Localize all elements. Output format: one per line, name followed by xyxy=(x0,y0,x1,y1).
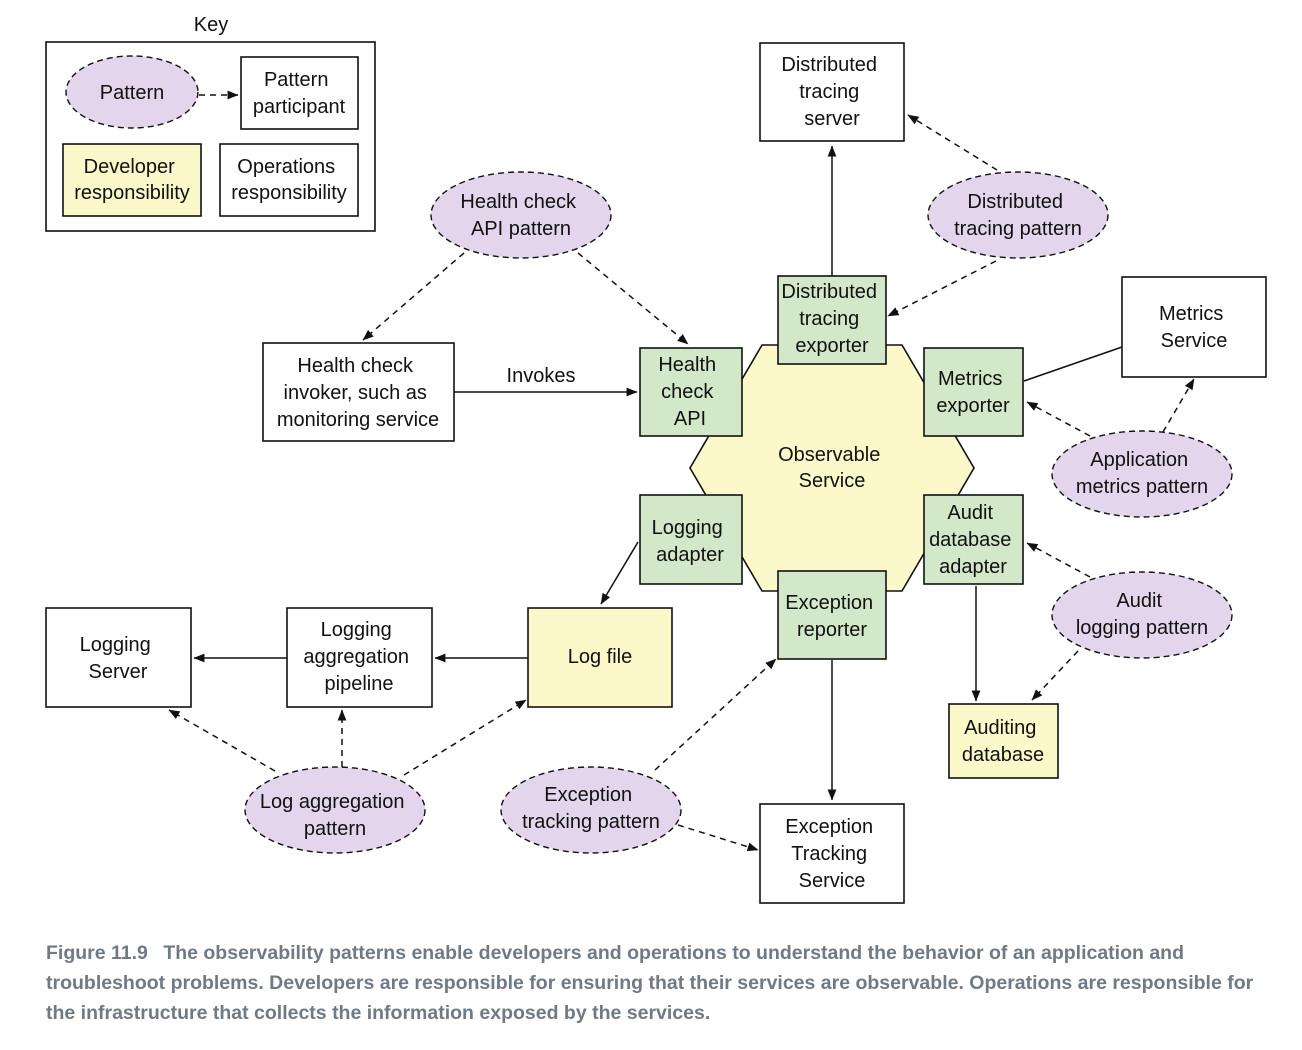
audit-database-adapter xyxy=(923,494,1024,585)
key-operations-label: Operations responsibility xyxy=(231,156,347,204)
edge-metrics-pattern-to-service xyxy=(1162,378,1195,433)
log-file-label: Log file xyxy=(568,646,633,668)
figure-caption-text: The observability patterns enable develo… xyxy=(46,942,1254,1024)
observability-diagram: Key Pattern Pattern participant Develope… xyxy=(45,14,1267,904)
exception-tracking-service-label: Exception Tracking Service xyxy=(785,816,878,892)
patterns: Health check API pattern Distributed tra… xyxy=(244,171,1233,854)
edge-extrack-to-reporter xyxy=(654,658,777,771)
audit-logging-pattern-label: Audit logging pattern xyxy=(1076,590,1208,639)
audit-logging-pattern xyxy=(1051,571,1233,659)
observable-service-shape xyxy=(689,344,975,592)
health-check-api-label: Health check API xyxy=(658,354,721,430)
key-participant-box xyxy=(240,56,359,130)
metrics-exporter xyxy=(923,347,1024,437)
metrics-exporter-label: Metrics exporter xyxy=(936,368,1010,417)
health-check-invoker xyxy=(262,342,455,442)
exception-tracking-pattern-label: Exception tracking pattern xyxy=(522,784,660,833)
application-metrics-pattern-label: Application metrics pattern xyxy=(1076,449,1208,498)
logging-server xyxy=(45,607,192,708)
health-check-invoker-label: Health check invoker, such as monitoring… xyxy=(277,355,439,431)
auditing-database-label: Auditing database xyxy=(962,717,1044,766)
logging-adapter-label: Logging adapter xyxy=(652,517,729,566)
log-file xyxy=(527,607,673,708)
exception-reporter xyxy=(777,570,887,660)
edge-extrack-to-service xyxy=(677,824,759,852)
observable-service: Observable Service xyxy=(689,344,975,592)
key-title: Key xyxy=(194,14,228,36)
edge-audit-pattern-to-adapter xyxy=(1026,542,1091,578)
edge-logagg-to-server xyxy=(168,709,276,772)
figure-caption: Figure 11.9 The observability patterns e… xyxy=(46,938,1266,1028)
edge-hc-pattern-to-api xyxy=(577,252,689,345)
metrics-service-label: Metrics Service xyxy=(1159,303,1229,352)
audit-database-adapter-label: Audit database adapter xyxy=(929,502,1017,578)
figure-number: Figure 11.9 xyxy=(46,942,148,964)
edge-audit-pattern-to-db xyxy=(1031,650,1079,701)
distributed-tracing-exporter-label: Distributed tracing exporter xyxy=(781,281,882,357)
key-participant-label: Pattern participant xyxy=(253,69,346,118)
key-developer-label: Developer responsibility xyxy=(74,156,190,204)
logging-aggregation-pipeline-label: Logging aggregation pipeline xyxy=(303,619,414,695)
edges xyxy=(168,114,1195,852)
distributed-tracing-pattern xyxy=(927,171,1109,259)
key-pattern-ellipse xyxy=(65,55,199,129)
nodes: Distributed tracing server Distributed t… xyxy=(45,42,1267,904)
edge-logagg-to-logfile xyxy=(403,699,527,776)
log-aggregation-pattern-label: Log aggregation pattern xyxy=(260,791,410,840)
health-check-api xyxy=(639,347,743,437)
distributed-tracing-pattern-label: Distributed tracing pattern xyxy=(954,191,1082,240)
exception-tracking-service xyxy=(759,803,905,904)
key-operations-box xyxy=(219,143,359,217)
edge-hc-pattern-to-invoker xyxy=(362,252,465,341)
exception-reporter-label: Exception reporter xyxy=(785,592,878,641)
exception-tracking-pattern xyxy=(500,766,682,854)
edge-logging-adapter-to-logfile xyxy=(600,541,639,605)
metrics-service xyxy=(1121,276,1267,378)
edge-dt-pattern-to-server xyxy=(907,114,998,171)
logging-adapter xyxy=(639,494,743,585)
invokes-label: Invokes xyxy=(507,365,576,387)
key: Key Pattern Pattern participant Develope… xyxy=(45,14,376,232)
logging-server-label: Logging Server xyxy=(80,634,157,683)
key-developer-box xyxy=(62,143,202,217)
edge-dt-pattern-to-exporter xyxy=(887,260,997,317)
auditing-database xyxy=(948,703,1059,779)
log-aggregation-pattern xyxy=(244,766,426,854)
distributed-tracing-server-label: Distributed tracing server xyxy=(781,54,882,130)
application-metrics-pattern xyxy=(1051,430,1233,518)
health-check-api-pattern-label: Health check API pattern xyxy=(460,191,581,240)
health-check-api-pattern xyxy=(430,171,612,259)
logging-aggregation-pipeline xyxy=(286,607,433,708)
edge-metrics-exporter-to-service xyxy=(1023,346,1123,382)
distributed-tracing-exporter xyxy=(777,275,887,365)
distributed-tracing-server xyxy=(759,42,905,142)
edge-metrics-pattern-to-exporter xyxy=(1026,401,1091,437)
observable-service-label: Observable Service xyxy=(778,444,886,492)
key-pattern-label: Pattern xyxy=(100,82,164,104)
